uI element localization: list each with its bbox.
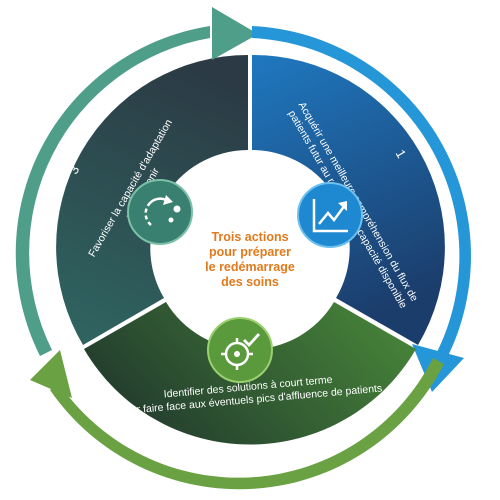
center-line-3: le redémarrage xyxy=(205,260,295,274)
center-line-1: Trois actions xyxy=(211,230,288,244)
trending-up-chart-icon xyxy=(297,182,363,248)
center-line-2: pour préparer xyxy=(209,245,291,259)
segment-3-arrowhead xyxy=(212,7,258,60)
segment-2: Identifier des solutions à court terme p… xyxy=(30,302,444,490)
segment-3-arrow xyxy=(15,26,211,356)
target-check-icon xyxy=(207,317,273,383)
center-line-4: des soins xyxy=(221,275,279,289)
segment-2-arrow xyxy=(50,358,444,490)
center-title: Trois actions pour préparer le redémarra… xyxy=(205,230,295,289)
segment-1-arrow xyxy=(252,26,471,360)
segment-2-arrowhead xyxy=(30,350,72,398)
segment-3: Favoriser la capacité d'adaptation pour … xyxy=(15,7,258,356)
cycle-arrow-icon xyxy=(127,179,193,245)
segment-2-number: 2 xyxy=(245,444,252,459)
